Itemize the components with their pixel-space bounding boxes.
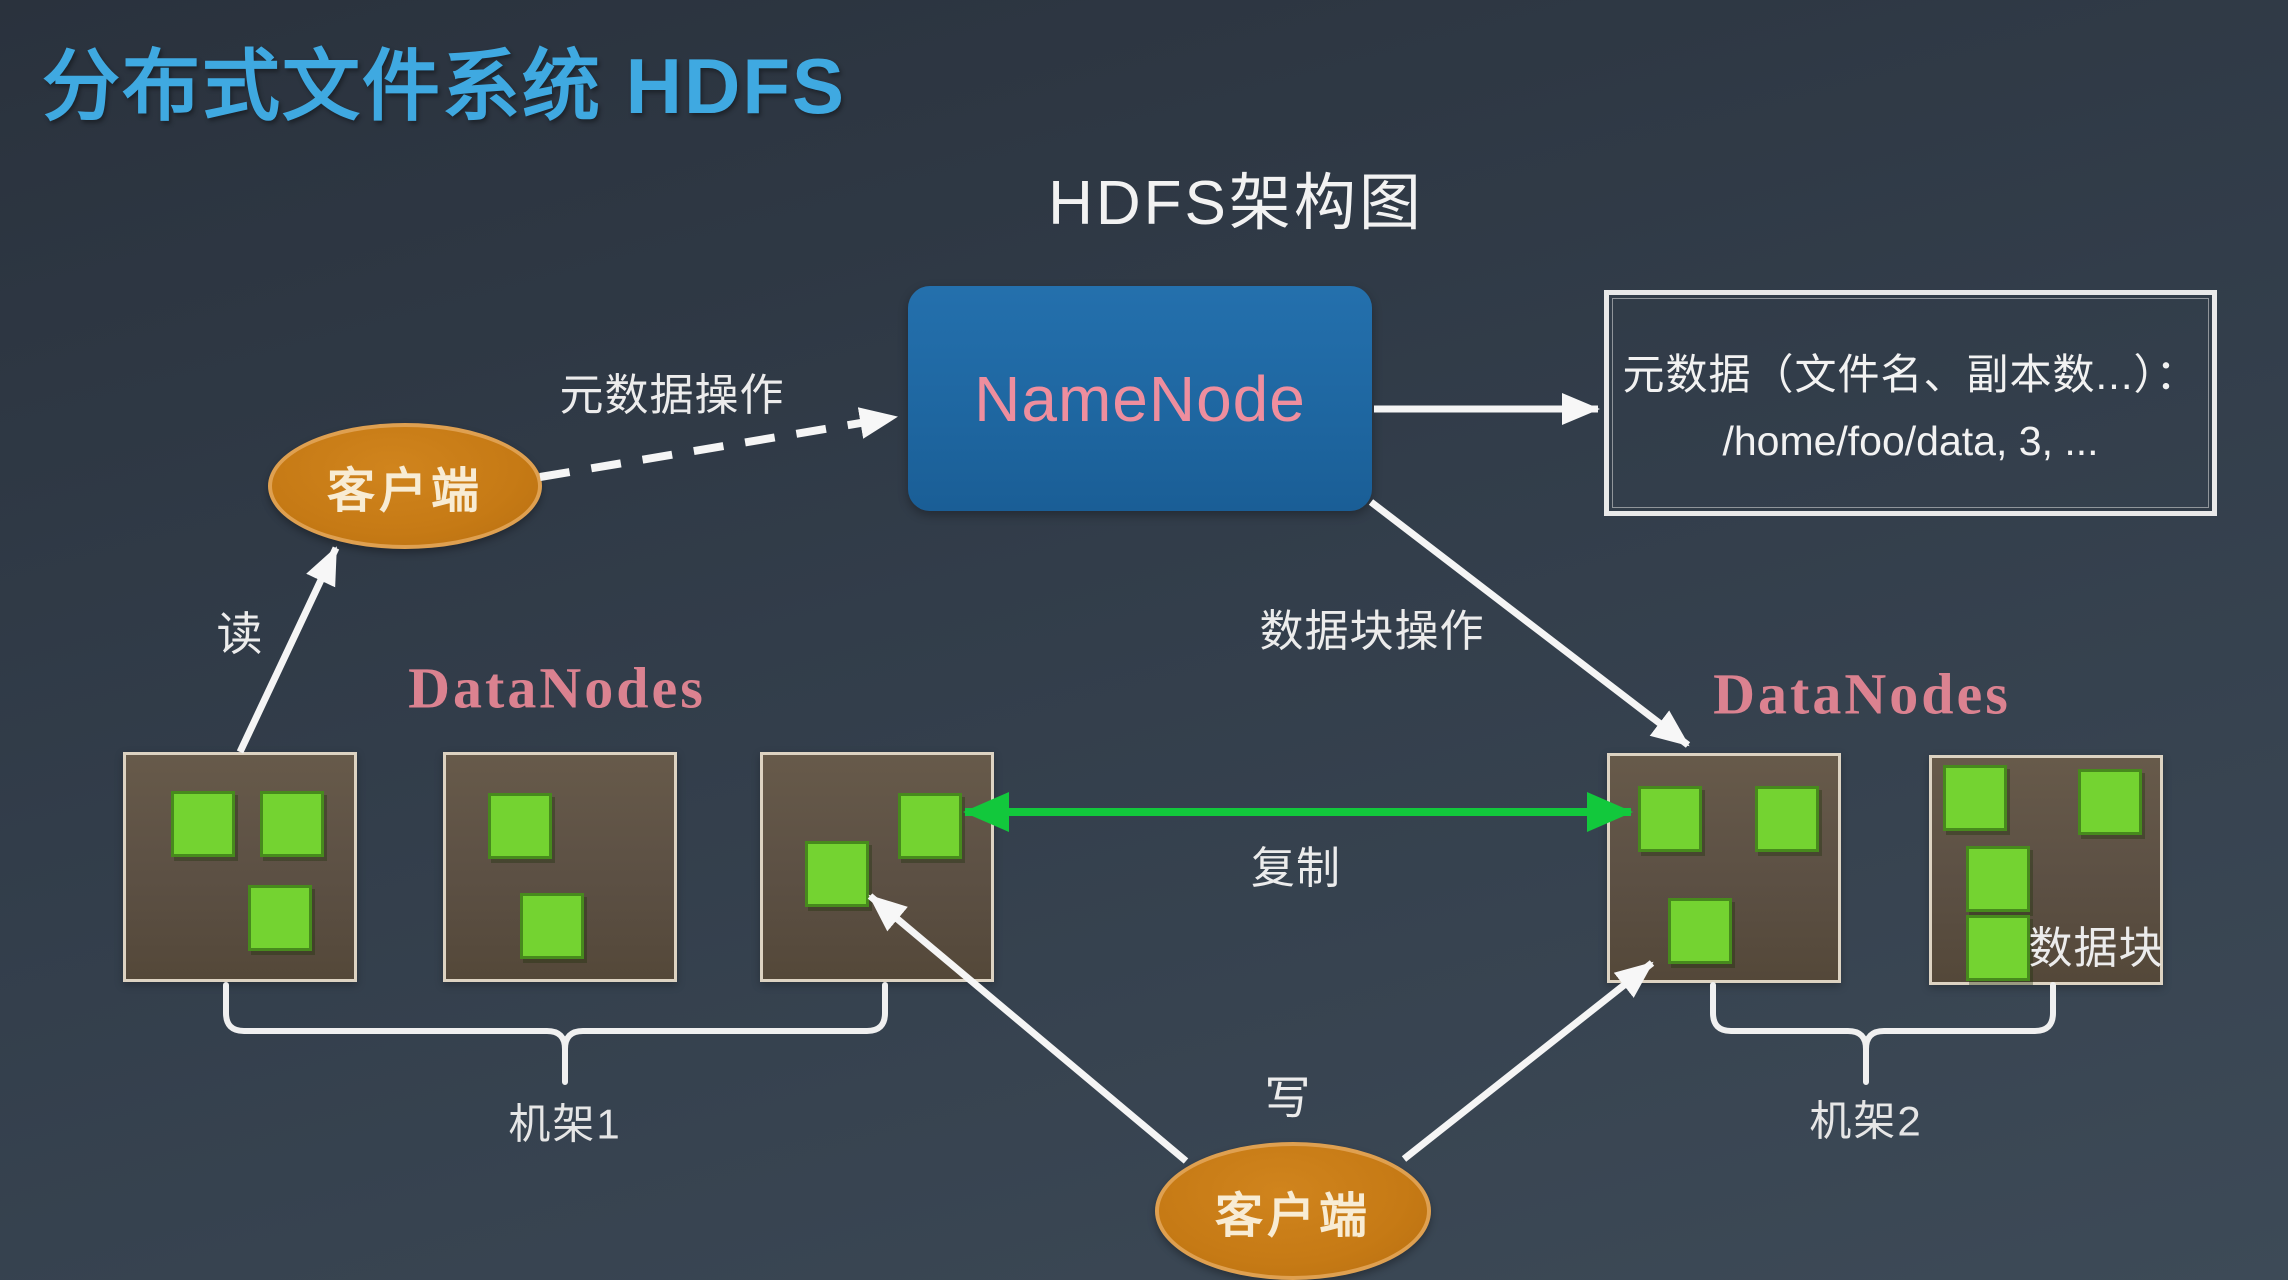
client-ellipse-top: 客户端 (268, 423, 542, 549)
write-label: 写 (1264, 1072, 1312, 1124)
data-block (1668, 898, 1732, 964)
data-block (2078, 769, 2142, 835)
data-block (488, 793, 552, 859)
read-label: 读 (216, 608, 264, 660)
page-title: 分布式文件系统 HDFS (42, 42, 847, 130)
data-block (1966, 915, 2030, 981)
rack2-label: 机架2 (1809, 1097, 1923, 1145)
datanode-box-1 (123, 752, 357, 982)
datanode-box-2 (443, 752, 677, 982)
data-block-label: 数据块 (2028, 924, 2164, 973)
datanodes-label-right: DataNodes (1713, 661, 2011, 727)
data-block (1966, 846, 2030, 912)
data-block (260, 791, 324, 857)
data-block (520, 893, 584, 959)
rack2-bracket (1710, 982, 2056, 1085)
metadata-op-label: 元数据操作 (559, 371, 785, 420)
rack1-label: 机架1 (508, 1100, 622, 1148)
block-op-label: 数据块操作 (1259, 607, 1485, 656)
data-block (805, 841, 869, 907)
datanodes-label-left: DataNodes (408, 655, 706, 721)
data-block (248, 885, 312, 951)
metadata-line2: /home/foo/data, 3, ... (1722, 418, 2099, 464)
replication-label: 复制 (1251, 844, 1341, 893)
client-ellipse-bottom: 客户端 (1155, 1142, 1431, 1280)
diagram-title: HDFS架构图 (1048, 169, 1424, 238)
datanode-box-4 (1607, 753, 1841, 983)
client-top-label: 客户端 (326, 465, 483, 518)
namenode-label: NameNode (974, 362, 1306, 435)
data-block (1943, 765, 2007, 831)
metadata-op-arrow (539, 407, 898, 481)
data-block (171, 791, 235, 857)
metadata-box: 元数据（文件名、副本数...）： /home/foo/data, 3, ... (1604, 290, 2217, 516)
data-block (1755, 786, 1819, 852)
data-block (1638, 786, 1702, 852)
data-block (898, 793, 962, 859)
client-bottom-label: 客户端 (1214, 1190, 1371, 1243)
write-arrow-right (1401, 960, 1655, 1162)
datanode-box-5 (1929, 755, 2163, 985)
datanode-box-3 (760, 752, 994, 982)
namenode-box: NameNode (908, 286, 1372, 511)
metadata-line1: 元数据（文件名、副本数...）： (1622, 351, 2199, 398)
rack1-bracket (223, 982, 888, 1085)
